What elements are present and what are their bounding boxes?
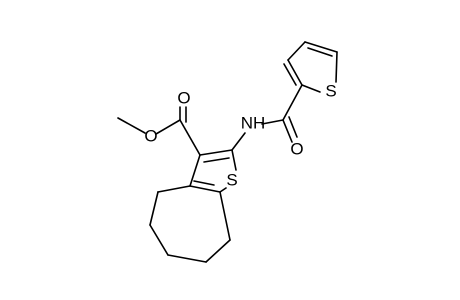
bond-c7a-c3a-double [193,180,215,186]
bond-t-c2-c3 [287,59,303,86]
bond-c8-c7a [219,191,231,241]
bond-c3a-c3 [189,154,201,187]
bond-carbonyl-c-c3 [179,119,201,156]
atom-o-ether: O [144,126,157,145]
bond-o-carbonyl-c [155,119,181,135]
bond-t-s-c2 [301,84,321,93]
atom-nh: NH [241,113,266,132]
bond-amide-c-o-b [288,116,298,138]
bond-t-c5-s [335,51,338,83]
bond-t-c2-c3-double [283,63,297,86]
bond-c3a-c4 [157,185,191,193]
bond-c6-c7 [167,254,207,263]
bond-t-c4-c5-double [307,47,333,57]
bond-s-c7a [219,187,227,193]
atom-o-amide: O [290,139,303,158]
bond-methyl-o [117,117,146,134]
bond-n-amide-c [261,119,284,125]
bond-c3-c2 [199,149,233,156]
bond-c2-s [231,149,237,171]
atom-o-carbonyl: O [177,88,190,107]
bond-c5-c6 [149,224,169,256]
bond-amide-c-thiophene [282,84,303,121]
bond-c4-c5 [149,191,159,226]
bond-amide-c-o-a [282,119,293,143]
bond-c7a-c3a [189,185,221,193]
atom-s-thiophene: S [325,81,336,100]
bonds [117,41,338,263]
bond-t-c4-c5 [304,41,338,53]
atom-s-core: S [226,170,237,189]
atom-labels: O O NH S S O [144,81,336,189]
bond-c7-c8 [205,239,231,263]
bond-c2-n [231,132,246,151]
bond-t-c3-c4 [287,41,306,61]
bond-c3-c2-double [203,157,230,163]
